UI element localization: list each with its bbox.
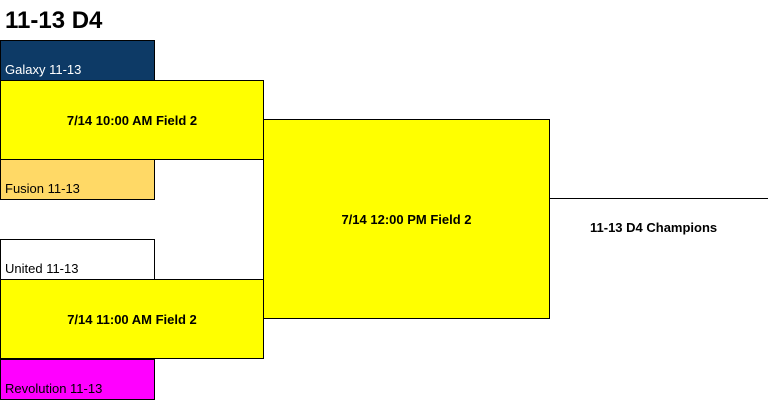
game-box-semifinal-1: 7/14 10:00 AM Field 2: [0, 80, 264, 160]
team-name: Revolution 11-13: [5, 381, 103, 396]
game-label: 7/14 12:00 PM Field 2: [341, 211, 472, 227]
game-box-semifinal-2: 7/14 11:00 AM Field 2: [0, 279, 264, 359]
champion-label: 11-13 D4 Champions: [590, 220, 718, 235]
champion-line: [550, 198, 768, 199]
team-slot-fusion: Fusion 11-13: [0, 159, 155, 200]
game-box-final: 7/14 12:00 PM Field 2: [263, 119, 550, 319]
game-label: 7/14 11:00 AM Field 2: [67, 311, 197, 327]
team-name: Galaxy 11-13: [5, 62, 82, 77]
team-slot-revolution: Revolution 11-13: [0, 359, 155, 400]
game-label: 7/14 10:00 AM Field 2: [66, 112, 198, 128]
team-name: United 11-13: [5, 261, 79, 276]
bracket-title: 11-13 D4: [5, 7, 103, 34]
team-name: Fusion 11-13: [5, 181, 80, 196]
team-slot-galaxy: Galaxy 11-13: [0, 40, 155, 81]
team-slot-united: United 11-13: [0, 239, 155, 280]
